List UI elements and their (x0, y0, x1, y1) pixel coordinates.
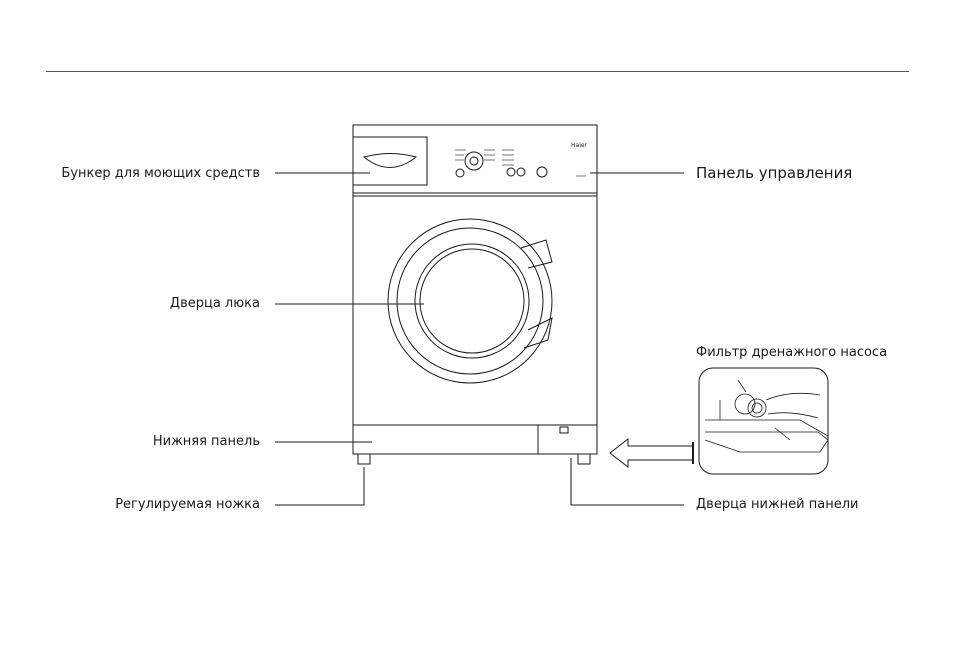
button-1 (507, 168, 515, 176)
label-bottom-panel-door: Дверца нижней панели (696, 497, 858, 513)
machine-body (353, 125, 597, 454)
drain-filter-illustration (705, 380, 828, 452)
label-detergent-drawer: Бункер для моющих средств (50, 166, 260, 182)
drain-filter-inset (699, 368, 828, 474)
small-knob-left (456, 169, 464, 177)
arrow-icon (610, 439, 692, 467)
label-control-panel: Панель управления (696, 165, 852, 181)
start-button (537, 167, 547, 177)
detergent-drawer (353, 137, 427, 185)
foot-left (358, 454, 370, 464)
label-bottom-panel: Нижняя панель (100, 434, 260, 450)
button-2 (517, 168, 525, 176)
leader-foot (275, 467, 364, 505)
program-knob (465, 152, 483, 170)
drawer-handle (364, 154, 416, 168)
label-adjustable-foot: Регулируемая ножка (60, 497, 260, 513)
label-door: Дверца люка (100, 296, 260, 312)
label-drain-filter: Фильтр дренажного насоса (696, 345, 887, 361)
brand-logo: Haier (571, 142, 588, 149)
foot-right (578, 454, 590, 464)
door-glass (415, 244, 529, 358)
